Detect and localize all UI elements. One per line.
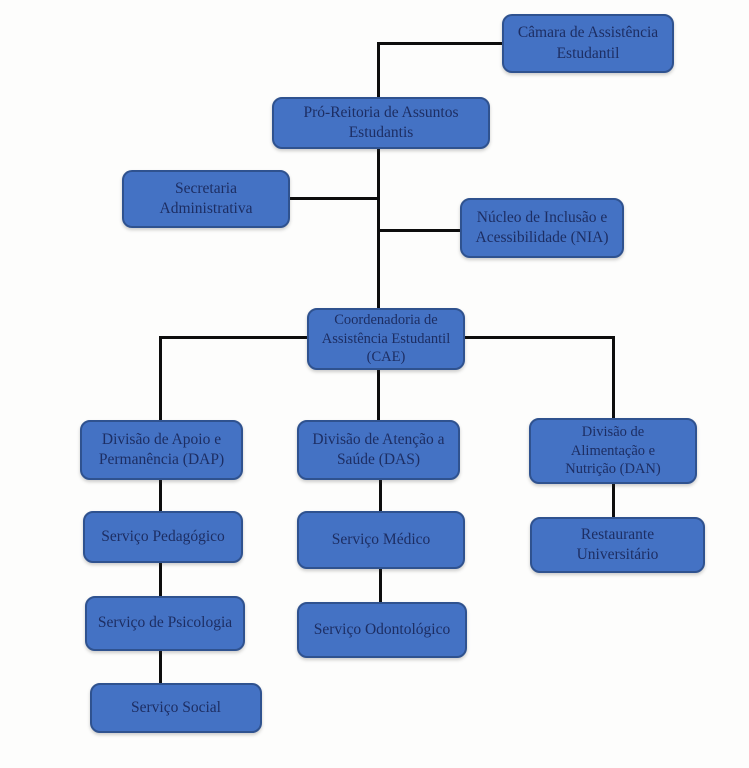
connector-camara-horizontal xyxy=(377,42,504,45)
connector-social-vertical xyxy=(159,649,162,685)
org-node-divisao-apoio-permanencia: Divisão de Apoio e Permanência (DAP) xyxy=(80,420,243,480)
connector-secretaria-horizontal xyxy=(289,197,380,200)
connector-cae-right-horizontal xyxy=(463,336,615,339)
org-node-divisao-atencao-saude: Divisão de Atenção a Saúde (DAS) xyxy=(297,420,460,480)
connector-trunk-mid xyxy=(377,147,380,309)
org-node-servico-medico: Serviço Médico xyxy=(297,511,465,569)
connector-trunk-top xyxy=(377,42,380,99)
connector-nucleo-horizontal xyxy=(377,229,462,232)
org-node-camara-assistencia-estudantil: Câmara de Assistência Estudantil xyxy=(502,14,674,73)
connector-das-vertical xyxy=(377,368,380,422)
org-node-servico-social: Serviço Social xyxy=(90,683,262,733)
org-node-coordenadoria-assistencia-estudantil: Coordenadoria de Assistência Estudantil … xyxy=(307,308,465,370)
org-node-servico-odontologico: Serviço Odontológico xyxy=(297,602,467,658)
org-node-restaurante-universitario: Restaurante Universitário xyxy=(530,517,705,573)
org-node-servico-pedagogico: Serviço Pedagógico xyxy=(83,511,243,563)
connector-odontologico-vertical xyxy=(379,566,382,604)
connector-psicologia-vertical xyxy=(159,560,162,598)
org-node-nucleo-inclusao-acessibilidade: Núcleo de Inclusão e Acessibilidade (NIA… xyxy=(460,198,624,258)
connector-pedagogico-vertical xyxy=(159,478,162,513)
connector-dap-vertical xyxy=(159,336,162,422)
org-node-pro-reitoria-assuntos-estudantis: Pró-Reitoria de Assuntos Estudantis xyxy=(272,97,490,149)
org-node-divisao-alimentacao-nutricao: Divisão de Alimentação e Nutrição (DAN) xyxy=(529,418,697,484)
org-node-secretaria-administrativa: Secretaria Administrativa xyxy=(122,170,290,228)
org-node-servico-psicologia: Serviço de Psicologia xyxy=(85,596,245,651)
connector-cae-left-horizontal xyxy=(159,336,309,339)
connector-medico-vertical xyxy=(379,478,382,513)
